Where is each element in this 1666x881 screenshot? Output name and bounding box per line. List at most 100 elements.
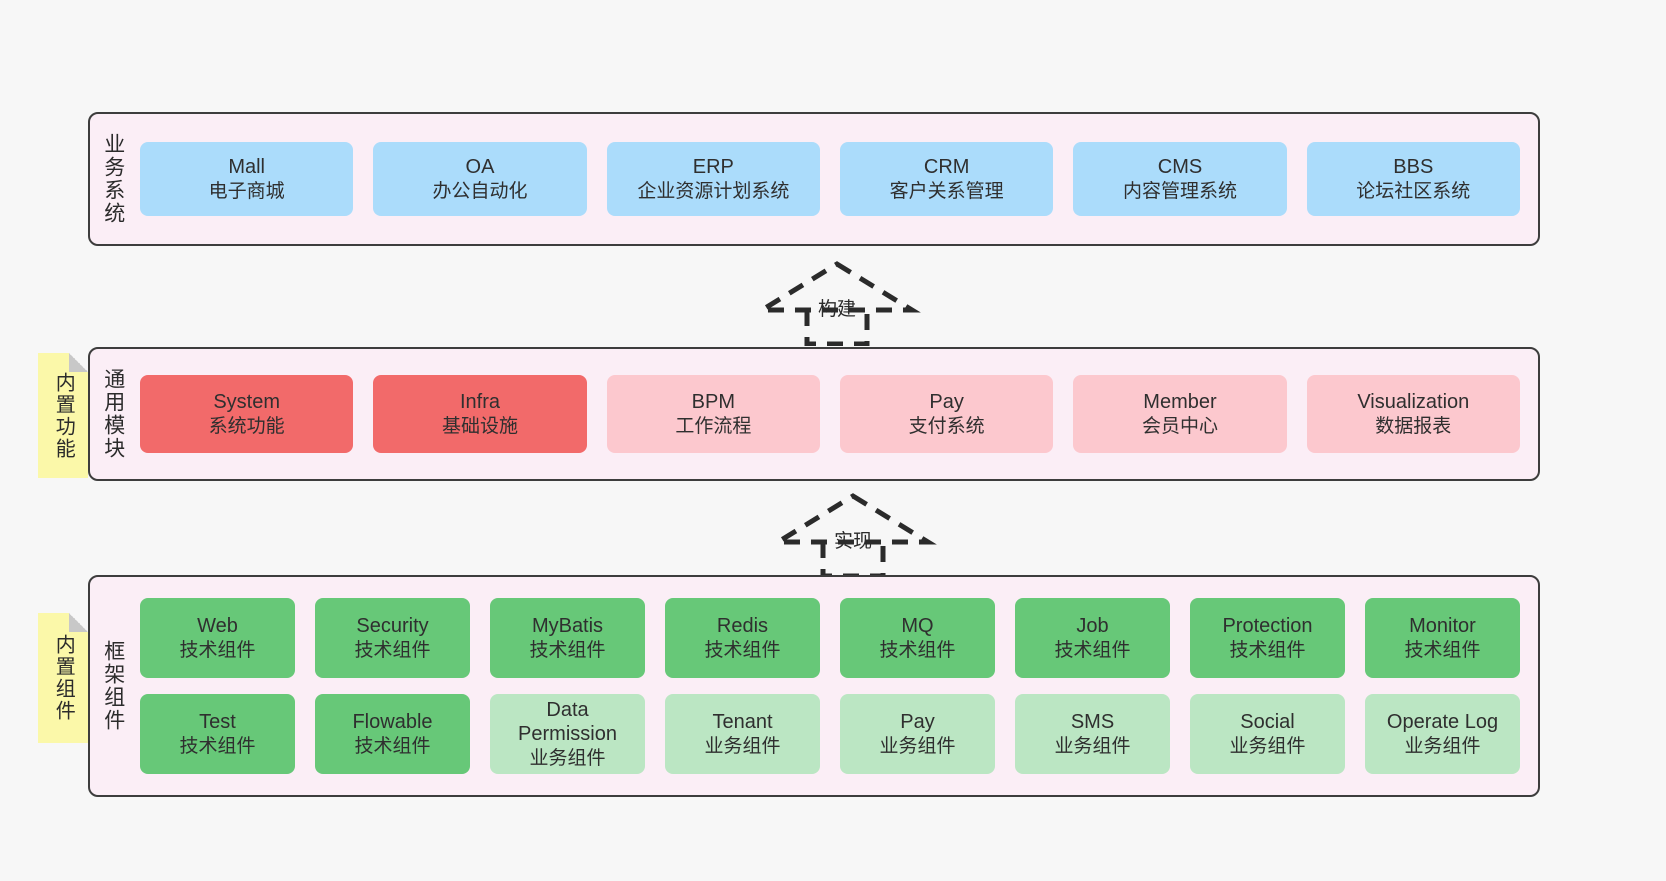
card-subtitle: 数据报表 — [1375, 415, 1452, 437]
card-crm[interactable]: CRM 客户关系管理 — [839, 142, 1054, 216]
card-monitor[interactable]: Monitor 技术组件 — [1365, 598, 1520, 678]
card-title: SMS — [1070, 711, 1115, 734]
card-title: ERP — [692, 156, 734, 179]
card-protection[interactable]: Protection 技术组件 — [1190, 598, 1345, 678]
card-title: Visualization — [1357, 391, 1470, 414]
card-system[interactable]: System 系统功能 — [140, 375, 354, 453]
card-row: Web 技术组件 Security 技术组件 MyBatis 技术组件 Redi… — [140, 598, 1520, 678]
card-row: Test 技术组件 Flowable 技术组件 Data Permission … — [140, 694, 1520, 774]
card-title: Pay — [900, 711, 935, 734]
card-subtitle: 技术组件 — [354, 735, 431, 757]
layer-label-business-systems: 业务系统 — [101, 133, 125, 225]
card-sms[interactable]: SMS 业务组件 — [1015, 694, 1170, 774]
card-subtitle: 技术组件 — [179, 639, 256, 661]
card-title: CRM — [923, 156, 970, 179]
sticky-note-builtin-features: 内置功能 — [38, 353, 88, 478]
card-subtitle: 支付系统 — [908, 415, 985, 437]
card-subtitle: 论坛社区系统 — [1356, 180, 1471, 202]
card-subtitle: 业务组件 — [1404, 735, 1481, 757]
card-title: Mall — [228, 156, 265, 179]
card-title: Infra — [459, 391, 500, 414]
card-mq[interactable]: MQ 技术组件 — [840, 598, 995, 678]
card-subtitle: 业务组件 — [879, 735, 956, 757]
card-title: CMS — [1157, 156, 1203, 179]
card-redis[interactable]: Redis 技术组件 — [665, 598, 820, 678]
card-operate-log[interactable]: Operate Log 业务组件 — [1365, 694, 1520, 774]
card-title: BPM — [691, 391, 735, 414]
sticky-note-builtin-components: 内置组件 — [38, 613, 88, 743]
card-pay[interactable]: Pay 支付系统 — [839, 375, 1054, 453]
card-title: Redis — [716, 615, 769, 638]
card-subtitle: 业务组件 — [1054, 735, 1131, 757]
card-flowable[interactable]: Flowable 技术组件 — [315, 694, 470, 774]
card-erp[interactable]: ERP 企业资源计划系统 — [606, 142, 820, 216]
build-arrow-glyph — [753, 261, 921, 346]
card-title: Security — [356, 615, 429, 638]
card-title: Pay — [929, 391, 964, 414]
layer-body-common-modules: System 系统功能 Infra 基础设施 BPM 工作流程 Pay 支付系统… — [136, 349, 1538, 479]
card-subtitle: 工作流程 — [675, 415, 752, 437]
card-bpm[interactable]: BPM 工作流程 — [606, 375, 820, 453]
card-row: Mall 电子商城 OA 办公自动化 ERP 企业资源计划系统 CRM 客户关系… — [140, 142, 1520, 216]
implement-arrow-label: 实现 — [833, 531, 872, 552]
sticky-note-label: 内置功能 — [52, 371, 75, 460]
build-arrow-label: 构建 — [817, 299, 856, 320]
card-title: Operate Log — [1386, 711, 1499, 734]
card-data-permission[interactable]: Data Permission 业务组件 — [490, 694, 645, 774]
card-subtitle: 会员中心 — [1141, 415, 1218, 437]
card-subtitle: 系统功能 — [208, 415, 285, 437]
layer-business-systems: 业务系统 Mall 电子商城 OA 办公自动化 ERP 企业资源计划系统 CRM… — [88, 112, 1540, 246]
card-subtitle: 技术组件 — [179, 735, 256, 757]
layer-label-framework-components: 框架组件 — [101, 640, 125, 732]
card-subtitle: 技术组件 — [879, 639, 956, 661]
card-test[interactable]: Test 技术组件 — [140, 694, 295, 774]
layer-label-common-modules: 通用模块 — [101, 368, 125, 460]
card-subtitle: 基础设施 — [441, 415, 518, 437]
card-title: System — [213, 391, 280, 414]
card-pay-business[interactable]: Pay 业务组件 — [840, 694, 995, 774]
card-subtitle: 技术组件 — [1404, 639, 1481, 661]
card-mall[interactable]: Mall 电子商城 — [140, 142, 354, 216]
card-title: Data Permission — [518, 699, 617, 746]
card-oa[interactable]: OA 办公自动化 — [373, 142, 587, 216]
card-subtitle: 内容管理系统 — [1122, 180, 1237, 202]
card-subtitle: 办公自动化 — [432, 180, 528, 202]
card-title: Member — [1143, 391, 1217, 414]
card-member[interactable]: Member 会员中心 — [1073, 375, 1287, 453]
card-security[interactable]: Security 技术组件 — [315, 598, 470, 678]
card-title: Flowable — [352, 711, 433, 734]
card-subtitle: 技术组件 — [1054, 639, 1131, 661]
card-title: MyBatis — [531, 615, 604, 638]
card-subtitle: 客户关系管理 — [889, 180, 1004, 202]
card-title: Social — [1240, 711, 1295, 734]
card-subtitle: 技术组件 — [704, 639, 781, 661]
layer-body-business-systems: Mall 电子商城 OA 办公自动化 ERP 企业资源计划系统 CRM 客户关系… — [136, 114, 1538, 244]
card-social[interactable]: Social 业务组件 — [1190, 694, 1345, 774]
layer-common-modules: 通用模块 System 系统功能 Infra 基础设施 BPM 工作流程 Pay… — [88, 347, 1540, 481]
card-subtitle: 技术组件 — [354, 639, 431, 661]
card-bbs[interactable]: BBS 论坛社区系统 — [1306, 142, 1520, 216]
card-title: Test — [199, 711, 236, 734]
card-title: Protection — [1222, 615, 1313, 638]
implement-arrow: 实现 — [768, 490, 938, 578]
card-mybatis[interactable]: MyBatis 技术组件 — [490, 598, 645, 678]
card-cms[interactable]: CMS 内容管理系统 — [1073, 142, 1287, 216]
card-subtitle: 技术组件 — [1229, 639, 1306, 661]
card-visualization[interactable]: Visualization 数据报表 — [1306, 375, 1520, 453]
card-subtitle: 技术组件 — [529, 639, 606, 661]
card-infra[interactable]: Infra 基础设施 — [373, 375, 587, 453]
card-title: BBS — [1393, 156, 1434, 179]
card-row: System 系统功能 Infra 基础设施 BPM 工作流程 Pay 支付系统… — [140, 375, 1520, 453]
layer-framework-components: 框架组件 Web 技术组件 Security 技术组件 MyBatis 技术组件… — [88, 575, 1540, 797]
build-arrow: 构建 — [752, 258, 922, 346]
card-tenant[interactable]: Tenant 业务组件 — [665, 694, 820, 774]
card-job[interactable]: Job 技术组件 — [1015, 598, 1170, 678]
card-title: Tenant — [712, 711, 773, 734]
card-web[interactable]: Web 技术组件 — [140, 598, 295, 678]
card-subtitle: 业务组件 — [529, 747, 606, 769]
card-subtitle: 业务组件 — [1229, 735, 1306, 757]
card-title: MQ — [901, 615, 934, 638]
card-title: Web — [197, 615, 238, 638]
card-subtitle: 业务组件 — [704, 735, 781, 757]
